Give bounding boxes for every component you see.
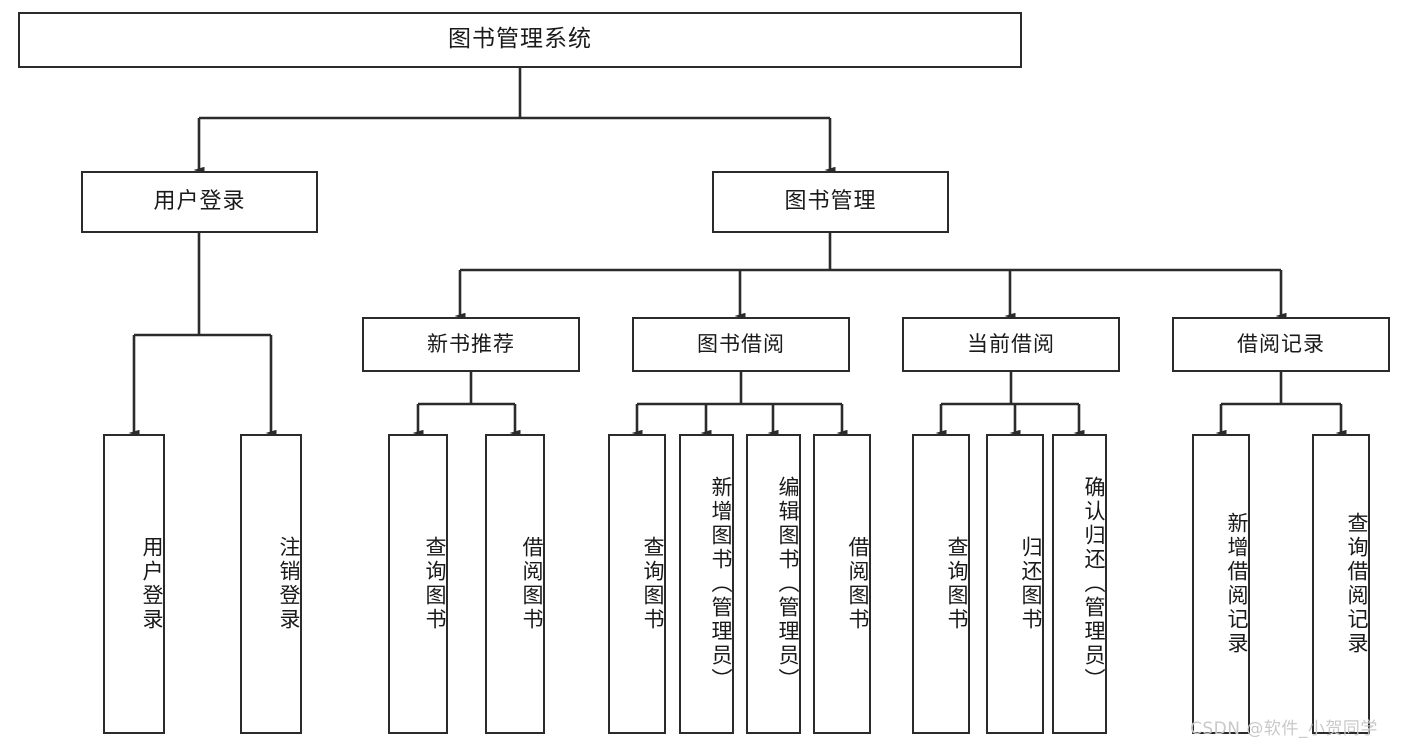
node-current-borrow[interactable]: 当前借阅 bbox=[902, 317, 1120, 372]
node-leaf-query-book-bb-label: 查询图书 bbox=[641, 536, 665, 632]
node-leaf-return-book-label: 归还图书 bbox=[1019, 536, 1043, 632]
node-book-manage-label: 图书管理 bbox=[784, 188, 877, 214]
node-leaf-query-record[interactable]: 查询借阅记录 bbox=[1312, 434, 1370, 734]
node-leaf-add-book[interactable]: 新增图书（管理员） bbox=[679, 434, 734, 734]
node-new-book-recommend[interactable]: 新书推荐 bbox=[362, 317, 580, 372]
node-user-login[interactable]: 用户登录 bbox=[81, 171, 318, 233]
node-leaf-query-book-nb-label: 查询图书 bbox=[423, 536, 447, 632]
node-leaf-borrow-book-bb[interactable]: 借阅图书 bbox=[813, 434, 871, 734]
csdn-watermark: CSDN @软件_小贺同学 bbox=[1190, 719, 1378, 739]
node-leaf-query-book-bb[interactable]: 查询图书 bbox=[608, 434, 666, 734]
node-book-manage[interactable]: 图书管理 bbox=[712, 171, 949, 233]
node-leaf-user-login[interactable]: 用户登录 bbox=[103, 434, 165, 734]
node-root[interactable]: 图书管理系统 bbox=[18, 12, 1022, 68]
node-leaf-user-logout-label: 注销登录 bbox=[277, 536, 301, 632]
node-leaf-edit-book[interactable]: 编辑图书（管理员） bbox=[746, 434, 801, 734]
node-leaf-user-logout[interactable]: 注销登录 bbox=[240, 434, 302, 734]
node-leaf-query-book-cb-label: 查询图书 bbox=[945, 536, 969, 632]
node-new-book-recommend-label: 新书推荐 bbox=[427, 331, 515, 356]
node-leaf-return-book[interactable]: 归还图书 bbox=[986, 434, 1044, 734]
node-book-borrow[interactable]: 图书借阅 bbox=[632, 317, 850, 372]
node-leaf-query-book-cb[interactable]: 查询图书 bbox=[912, 434, 970, 734]
node-leaf-query-book-nb[interactable]: 查询图书 bbox=[388, 434, 448, 734]
node-leaf-edit-book-label: 编辑图书（管理员） bbox=[776, 476, 800, 692]
node-current-borrow-label: 当前借阅 bbox=[967, 331, 1055, 356]
node-leaf-confirm-return-label: 确认归还（管理员） bbox=[1082, 476, 1106, 692]
node-borrow-record-label: 借阅记录 bbox=[1237, 331, 1325, 356]
node-leaf-add-book-label: 新增图书（管理员） bbox=[709, 476, 733, 692]
node-leaf-query-record-label: 查询借阅记录 bbox=[1345, 512, 1369, 656]
node-leaf-add-record[interactable]: 新增借阅记录 bbox=[1192, 434, 1250, 734]
node-leaf-add-record-label: 新增借阅记录 bbox=[1225, 512, 1249, 656]
node-leaf-borrow-book-nb-label: 借阅图书 bbox=[520, 536, 544, 632]
node-leaf-user-login-label: 用户登录 bbox=[140, 536, 164, 632]
node-book-borrow-label: 图书借阅 bbox=[697, 331, 785, 356]
node-user-login-label: 用户登录 bbox=[153, 188, 246, 214]
node-root-label: 图书管理系统 bbox=[448, 26, 592, 53]
node-borrow-record[interactable]: 借阅记录 bbox=[1172, 317, 1390, 372]
node-leaf-borrow-book-bb-label: 借阅图书 bbox=[846, 536, 870, 632]
node-leaf-borrow-book-nb[interactable]: 借阅图书 bbox=[485, 434, 545, 734]
node-leaf-confirm-return[interactable]: 确认归还（管理员） bbox=[1052, 434, 1107, 734]
